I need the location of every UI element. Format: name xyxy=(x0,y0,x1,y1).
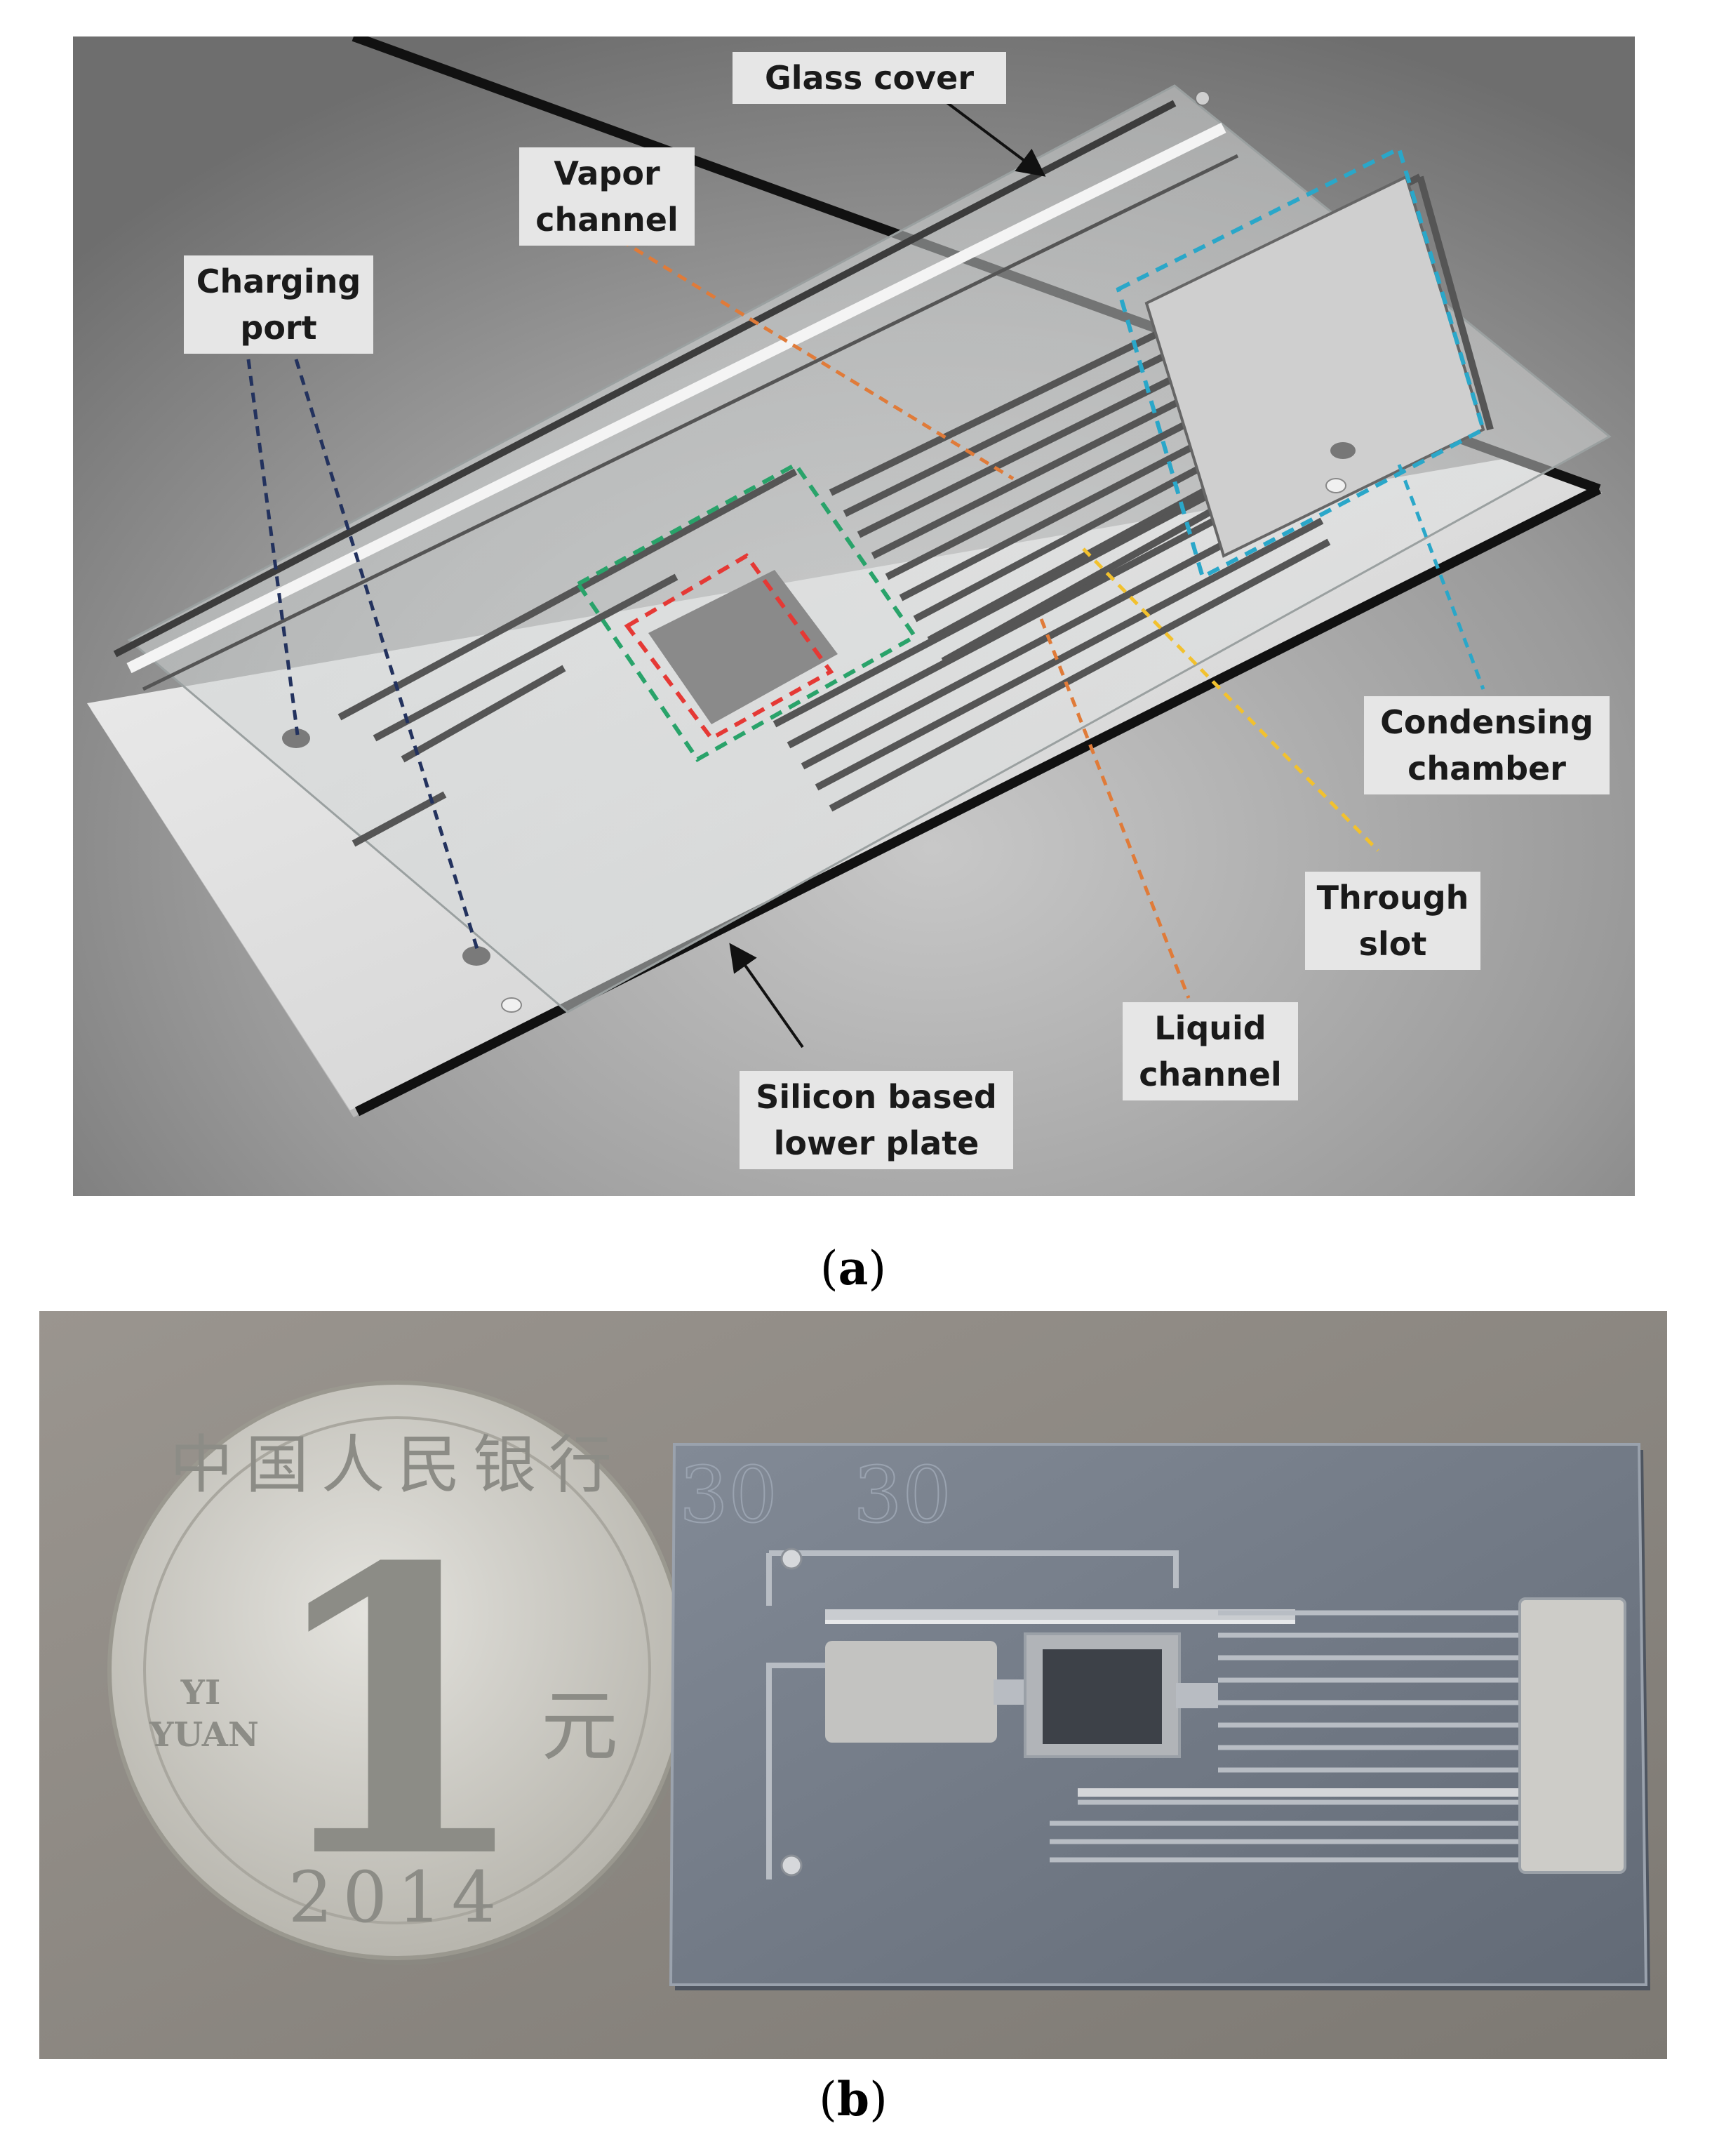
caption-a: (a) xyxy=(820,1241,887,1296)
vapor-channel-leader xyxy=(619,238,1015,481)
coin-numeral: 1 xyxy=(260,1483,534,1945)
condensing-chamber-leader xyxy=(1397,464,1485,690)
charging-port-leader-1 xyxy=(246,359,300,736)
label-liquid-channel: Liquid channel xyxy=(1123,1002,1298,1100)
caption-b: (b) xyxy=(819,2072,888,2127)
through-slot-leader xyxy=(1082,547,1379,852)
evaporator-region-outline xyxy=(624,553,834,741)
coin: 中国人民银行 1 YI YUAN 元 2014 xyxy=(107,1380,690,1965)
coin-yuan: YUAN xyxy=(149,1715,259,1755)
label-through-slot: Through slot xyxy=(1305,872,1480,970)
coin-top-text: 中国人民银行 xyxy=(170,1428,624,1502)
label-charging-port: Charging port xyxy=(184,255,373,354)
label-glass-cover: Glass cover xyxy=(733,52,1006,104)
label-vapor-channel: Vapor channel xyxy=(519,147,695,246)
chip-mark-2: 30 xyxy=(853,1450,951,1540)
chip-mark-1: 30 xyxy=(679,1450,777,1540)
heat-pipe-chip: 30 30 xyxy=(669,1443,1650,1990)
coin-year: 2014 xyxy=(288,1856,507,1938)
label-silicon-lower-plate: Silicon based lower plate xyxy=(740,1071,1013,1169)
lower-plate-arrow xyxy=(729,943,804,1049)
charging-port-hole-1 xyxy=(282,728,310,748)
liquid-channel-leader xyxy=(1039,618,1191,999)
panel-a-render: Glass cover Vapor channel Charging port … xyxy=(73,36,1635,1196)
evaporator-pad xyxy=(648,570,838,724)
condensing-chamber-shape xyxy=(1144,175,1485,558)
coin-yi: YI xyxy=(180,1673,221,1712)
panel-b-photo: 中国人民银行 1 YI YUAN 元 2014 30 30 xyxy=(39,1311,1667,2059)
coin-yuan-char: 元 xyxy=(541,1682,618,1771)
charging-port-leader-2 xyxy=(294,359,479,950)
charging-port-hole-2 xyxy=(462,946,490,966)
label-condensing-chamber: Condensing chamber xyxy=(1364,696,1610,794)
exploded-view-illustration xyxy=(73,36,1635,1196)
device-photo-illustration: 中国人民银行 1 YI YUAN 元 2014 30 30 xyxy=(39,1311,1667,2059)
